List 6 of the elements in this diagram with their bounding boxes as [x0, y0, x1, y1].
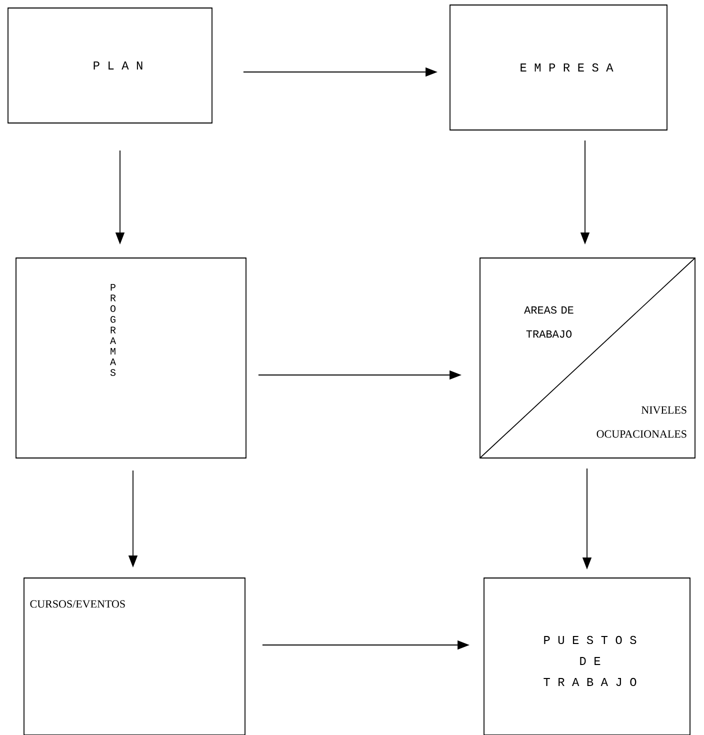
- process-box: P U E S T O S D E T R A B A J O: [484, 578, 690, 735]
- process-box: E M P R E S A: [450, 4, 668, 130]
- split-box: AREAS DE TRABAJO NIVELES OCUPACIONALES: [480, 258, 696, 458]
- process-box: CURSOS/EVENTOS: [24, 578, 246, 735]
- process-box: P L A N: [8, 8, 212, 124]
- process-box: PROGRAMAS: [16, 258, 246, 458]
